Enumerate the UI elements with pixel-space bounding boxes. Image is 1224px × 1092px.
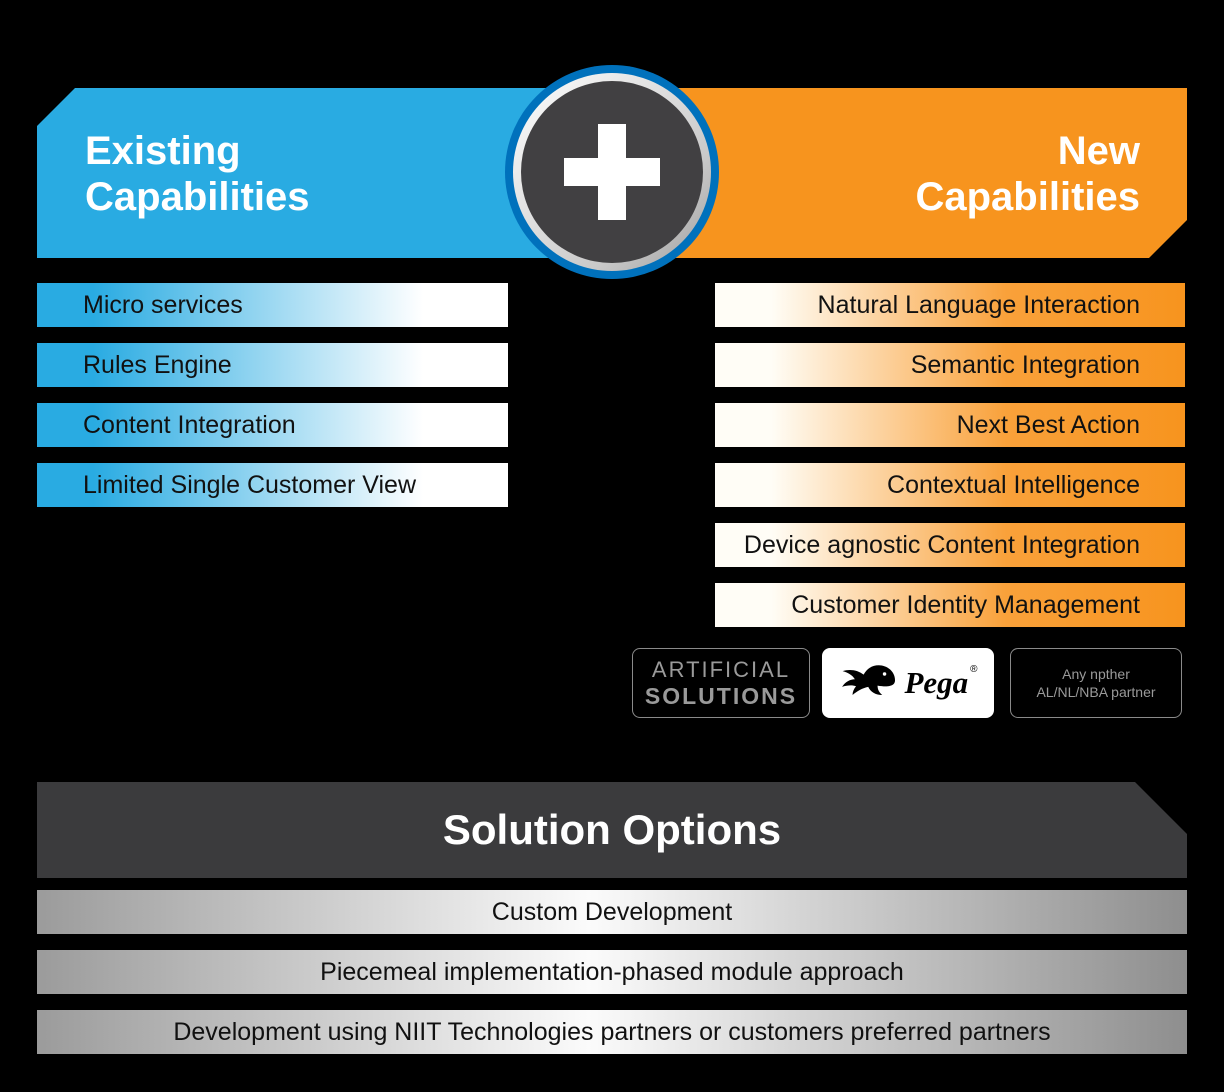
new-capability-bar: Semantic Integration <box>715 343 1185 387</box>
new-capability-label: Semantic Integration <box>910 350 1140 379</box>
new-capability-bar: Natural Language Interaction <box>715 283 1185 327</box>
new-capability-bar: Contextual Intelligence <box>715 463 1185 507</box>
new-title-line2: Capabilities <box>915 175 1140 219</box>
other-partner-box: Any npther AL/NL/NBA partner <box>1010 648 1182 718</box>
new-capabilities-title: New Capabilities <box>915 128 1140 220</box>
new-capability-label: Next Best Action <box>956 410 1140 439</box>
solution-option-bar: Custom Development <box>37 890 1187 934</box>
pega-registered-mark: ® <box>970 664 978 675</box>
solution-option-label: Development using NIIT Technologies part… <box>173 1017 1051 1046</box>
existing-capability-bar: Micro services <box>37 283 508 327</box>
existing-capability-label: Limited Single Customer View <box>83 470 417 499</box>
existing-capabilities-title: Existing Capabilities <box>85 128 310 220</box>
new-capability-label: Customer Identity Management <box>791 590 1140 619</box>
solution-options-title: Solution Options <box>442 806 782 853</box>
solution-option-label: Piecemeal implementation-phased module a… <box>320 957 904 986</box>
solution-option-bar: Piecemeal implementation-phased module a… <box>37 950 1187 994</box>
new-title-line1: New <box>1057 129 1140 173</box>
pega-horse-icon <box>838 659 902 708</box>
existing-title-line2: Capabilities <box>85 175 310 219</box>
existing-capability-label: Content Integration <box>83 410 296 439</box>
solution-option-bar: Development using NIIT Technologies part… <box>37 1010 1187 1054</box>
artificial-solutions-line2: SOLUTIONS <box>644 682 798 709</box>
pega-wordmark: Pega <box>904 665 969 700</box>
existing-capability-bar: Limited Single Customer View <box>37 463 508 507</box>
other-partner-line1: Any npther <box>1062 665 1130 682</box>
solution-option-label: Custom Development <box>491 897 733 926</box>
other-partner-line2: AL/NL/NBA partner <box>1036 684 1156 700</box>
solution-options-banner: Solution Options <box>37 782 1187 878</box>
new-capability-bar: Device agnostic Content Integration <box>715 523 1185 567</box>
artificial-solutions-logo: ARTIFICIAL SOLUTIONS <box>632 648 810 718</box>
pega-logo: Pega ® <box>822 648 994 718</box>
existing-capability-bar: Content Integration <box>37 403 508 447</box>
new-capability-bar: Customer Identity Management <box>715 583 1185 627</box>
existing-capability-bar: Rules Engine <box>37 343 508 387</box>
new-capability-label: Device agnostic Content Integration <box>743 530 1140 559</box>
existing-title-line1: Existing <box>85 129 241 173</box>
existing-capability-label: Micro services <box>83 290 243 319</box>
new-capability-bar: Next Best Action <box>715 403 1185 447</box>
existing-capability-label: Rules Engine <box>83 350 232 379</box>
new-capability-label: Contextual Intelligence <box>887 470 1140 499</box>
artificial-solutions-line1: ARTIFICIAL <box>651 656 791 682</box>
new-capability-label: Natural Language Interaction <box>817 290 1140 319</box>
plus-icon <box>564 158 660 186</box>
